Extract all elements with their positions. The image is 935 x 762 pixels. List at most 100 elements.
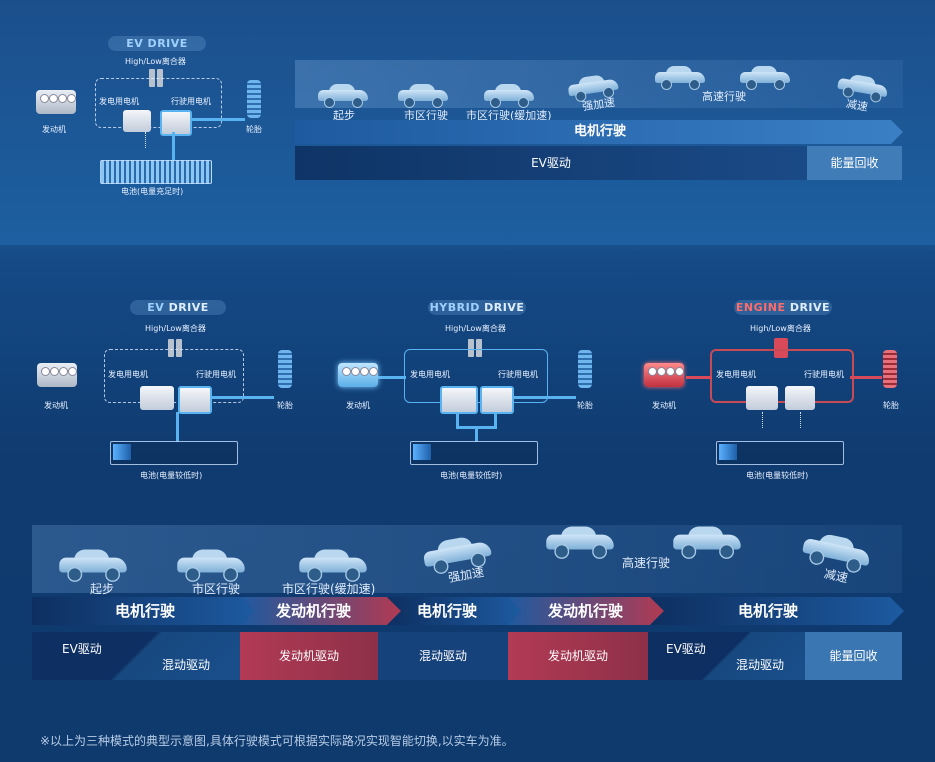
generator-label: 发电用电机 [410, 370, 450, 379]
clutch-icon [468, 339, 484, 357]
top-motor-bar-label: 电机行驶 [573, 124, 626, 139]
battery-icon [100, 160, 212, 184]
bottom-drive-bars [32, 597, 904, 625]
segment-ev-hybrid-2: EV驱动 混动驱动 [648, 632, 805, 680]
bar-motor-1 [32, 597, 254, 625]
drive-line [210, 396, 274, 399]
drive-motor-icon [160, 110, 192, 136]
bar-label: 电机行驶 [416, 602, 477, 620]
footnote: ※以上为三种模式的典型示意图,具体行驶模式可根据实际路况实现智能切换,以实车为准… [40, 734, 514, 748]
generator-icon [123, 110, 151, 132]
tire-icon [578, 350, 592, 388]
drive-motor-icon [480, 386, 514, 414]
generator-label: 发电用电机 [716, 370, 756, 379]
top-motor-bar-arrow [295, 120, 903, 144]
car-icon [299, 549, 367, 582]
battery-line [172, 132, 175, 162]
engine-icon [338, 363, 378, 387]
power-unit-frame [104, 349, 244, 403]
engine-label: 发动机 [44, 401, 68, 410]
mode-label: EV DRIVE [130, 300, 226, 315]
generator-icon [746, 386, 778, 410]
segment-ev-label: EV驱动 [666, 642, 706, 656]
engine-icon [36, 90, 76, 114]
stage-label: 市区行驶 [192, 582, 241, 596]
dotted-line [762, 412, 763, 428]
tire-icon [883, 350, 897, 388]
battery-icon [410, 441, 538, 465]
tire-icon [278, 350, 292, 388]
battery-label: 电池(电量充足时) [121, 187, 184, 196]
drive-motor-label: 行驶用电机 [804, 370, 844, 379]
car-icon [740, 66, 790, 90]
engine-line [378, 376, 406, 379]
mode-label: HYBRID DRIVE [428, 300, 526, 315]
clutch-label: High/Low离合器 [445, 324, 506, 333]
bar-motor-3 [650, 597, 904, 625]
bar-label: 发动机行驶 [275, 602, 351, 620]
car-icon [59, 549, 127, 582]
stage-label: 起步 [90, 582, 115, 596]
stage-label: 市区行驶 [404, 109, 448, 122]
tire-label: 轮胎 [246, 125, 262, 134]
mode-label: EV DRIVE [108, 36, 206, 51]
clutch-label: High/Low离合器 [125, 57, 186, 66]
segment-engine-1: 发动机驱动 [240, 632, 378, 680]
segment-hybrid-label: 混动驱动 [162, 658, 211, 672]
engine-label: 发动机 [42, 125, 66, 134]
drive-motor-label: 行驶用电机 [171, 97, 211, 106]
battery-label: 电池(电量较低时) [746, 471, 809, 480]
drive-motor-icon [785, 386, 815, 410]
generator-icon [140, 386, 174, 410]
generator-label: 发电用电机 [99, 97, 139, 106]
bar-label: 发动机行驶 [547, 602, 623, 620]
stage-label: 高速行驶 [702, 90, 746, 103]
engine-label: 发动机 [346, 401, 370, 410]
tire-icon [247, 80, 261, 118]
clutch-icon [774, 338, 788, 358]
segment-ev-hybrid-1: EV驱动 混动驱动 [32, 632, 240, 680]
car-icon [484, 84, 534, 108]
clutch-label: High/Low离合器 [145, 324, 206, 333]
battery-line [475, 426, 478, 442]
battery-label: 电池(电量较低时) [440, 471, 503, 480]
top-regen-segment: 能量回收 [807, 146, 902, 180]
drive-line [850, 376, 882, 379]
stage-label: 高速行驶 [622, 556, 671, 570]
drive-motor-icon [178, 386, 212, 414]
battery-line [176, 412, 179, 442]
drive-line [512, 396, 576, 399]
drive-line [190, 118, 245, 121]
tire-label: 轮胎 [277, 401, 293, 410]
battery-line [456, 412, 459, 428]
power-unit-frame [95, 78, 222, 128]
tire-label: 轮胎 [883, 401, 899, 410]
battery-icon [716, 441, 844, 465]
generator-label: 发电用电机 [108, 370, 148, 379]
drive-motor-label: 行驶用电机 [498, 370, 538, 379]
bar-label: 电机行驶 [737, 602, 798, 620]
segment-hybrid-2: 混动驱动 [378, 632, 508, 680]
top-ev-segment: EV驱动 [295, 146, 807, 180]
stage-label: 起步 [333, 109, 355, 122]
bar-label: 电机行驶 [114, 602, 175, 620]
bar-motor-2 [387, 597, 521, 625]
battery-icon [110, 441, 238, 465]
segment-hybrid-label: 混动驱动 [736, 658, 785, 672]
tire-label: 轮胎 [577, 401, 593, 410]
car-icon [673, 526, 741, 559]
engine-icon [37, 363, 77, 387]
clutch-icon [168, 339, 184, 357]
engine-label: 发动机 [652, 401, 676, 410]
engine-line [686, 376, 712, 379]
dotted-line [145, 132, 146, 148]
segment-engine-2: 发动机驱动 [508, 632, 648, 680]
bar-engine-2 [507, 597, 664, 625]
car-icon [546, 526, 614, 559]
generator-icon [440, 386, 478, 414]
car-icon [655, 66, 705, 90]
car-icon [318, 84, 368, 108]
drive-motor-label: 行驶用电机 [196, 370, 236, 379]
dotted-line [800, 412, 801, 428]
car-icon [177, 549, 245, 582]
